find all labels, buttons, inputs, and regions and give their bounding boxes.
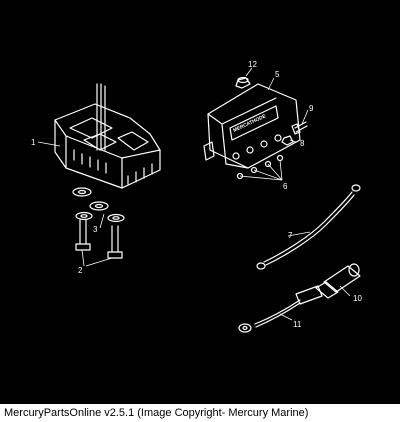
callout-8: 8 (300, 139, 305, 148)
callout-6: 6 (283, 182, 288, 191)
leader-lines (37, 67, 351, 321)
washer-set[interactable] (72, 187, 125, 223)
hex-nut[interactable] (281, 135, 294, 146)
callout-10: 10 (353, 294, 362, 303)
fuse-lead[interactable] (238, 285, 323, 333)
callout-11: 11 (293, 320, 302, 329)
callout-5: 5 (275, 70, 280, 79)
callout-9: 9 (309, 104, 314, 113)
callout-1: 1 (31, 138, 36, 147)
callout-3: 3 (93, 225, 98, 234)
callout-labels: 1 2 3 5 6 7 8 9 10 11 12 (31, 60, 362, 329)
copyright-caption: MercuryPartsOnline v2.5.1 (Image Copyrig… (0, 404, 400, 422)
cap-nut[interactable] (235, 76, 251, 89)
screw[interactable] (291, 121, 308, 135)
callout-2: 2 (78, 266, 83, 275)
callout-7: 7 (288, 231, 293, 240)
parts-diagram: MERCATHODE (31, 60, 362, 333)
bracket-assembly[interactable] (54, 83, 161, 189)
fuse-holder[interactable] (315, 263, 361, 299)
callout-12: 12 (248, 60, 257, 69)
bolt-set[interactable] (75, 219, 123, 259)
mercathode-controller[interactable]: MERCATHODE (203, 83, 301, 169)
jumper-cable[interactable] (256, 184, 361, 270)
